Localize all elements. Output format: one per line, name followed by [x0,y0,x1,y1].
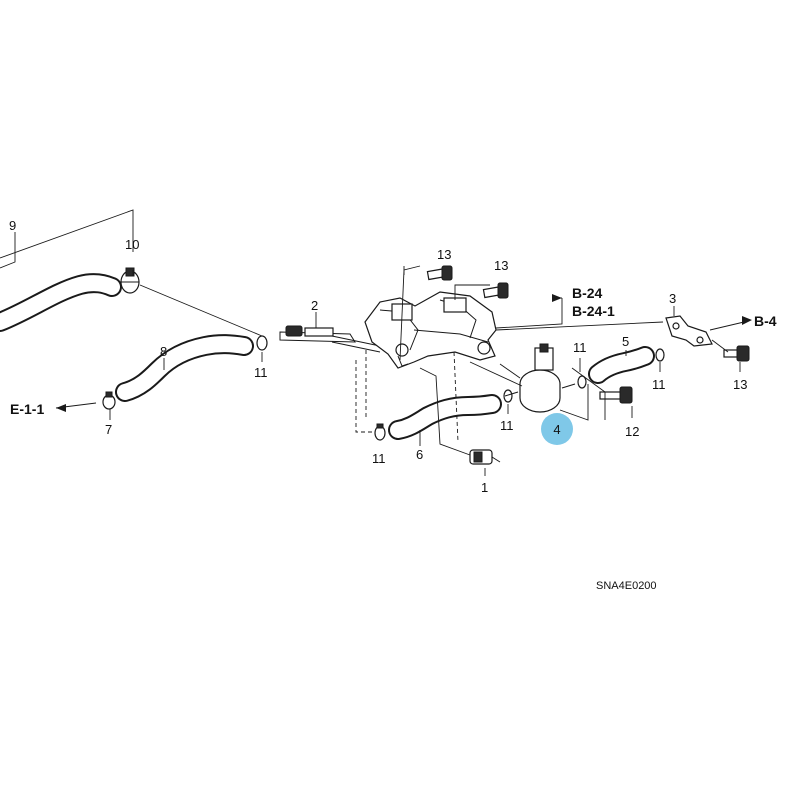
ref-b-4: B-4 [754,313,777,329]
callout-11-c: 11 [500,418,514,433]
callout-13-c: 13 [733,377,747,392]
clamp-11-b [374,423,386,441]
clamp-11-a [256,335,268,351]
clamp-11-c [503,389,513,403]
bolt-13-b [482,282,509,299]
bracket-assembly [364,291,497,369]
bracket-3 [665,315,713,347]
reference-labels: E-1-1 B-24 B-24-1 B-4 [10,285,777,417]
callout-12: 12 [625,424,639,439]
ref-b-24: B-24 [572,285,603,301]
callout-1: 1 [481,480,488,495]
callout-8: 8 [160,344,167,359]
diagram-code: SNA4E0200 [596,580,657,592]
callout-3: 3 [669,291,676,306]
bolt-13-c [723,345,750,362]
callout-13-b: 13 [494,258,508,273]
clamp-11-e [655,348,665,362]
ref-b-24-1: B-24-1 [572,303,615,319]
valve-4 [504,343,576,413]
callout-11-d: 11 [573,340,587,355]
callout-9: 9 [9,218,16,233]
callout-7: 7 [105,422,112,437]
bolt-13-a [426,265,453,281]
callout-2: 2 [311,298,318,313]
pipe-assembly-2 [279,325,381,353]
callout-labels: 9 10 2 8 11 7 11 6 1 13 13 11 11 5 11 12… [9,218,747,495]
callout-11-b: 11 [372,451,386,466]
callout-11-a: 11 [254,365,268,380]
hose-6 [388,394,502,440]
callout-10: 10 [125,237,139,252]
hose-5 [588,346,655,384]
clamp-10 [120,267,140,294]
highlight-circle [541,413,573,445]
bolt-12 [599,386,633,404]
leader-lines [0,209,752,476]
ref-e-1-1: E-1-1 [10,401,44,417]
clamp-7 [102,391,116,410]
callout-5: 5 [622,334,629,349]
callout-4: 4 [553,422,560,437]
fitting-1 [469,449,501,465]
callout-6: 6 [416,447,423,462]
hose-9 [0,273,122,332]
callout-11-e: 11 [652,377,666,392]
callout-13-a: 13 [437,247,451,262]
hose-8 [115,334,254,402]
clamp-11-d [577,375,587,389]
